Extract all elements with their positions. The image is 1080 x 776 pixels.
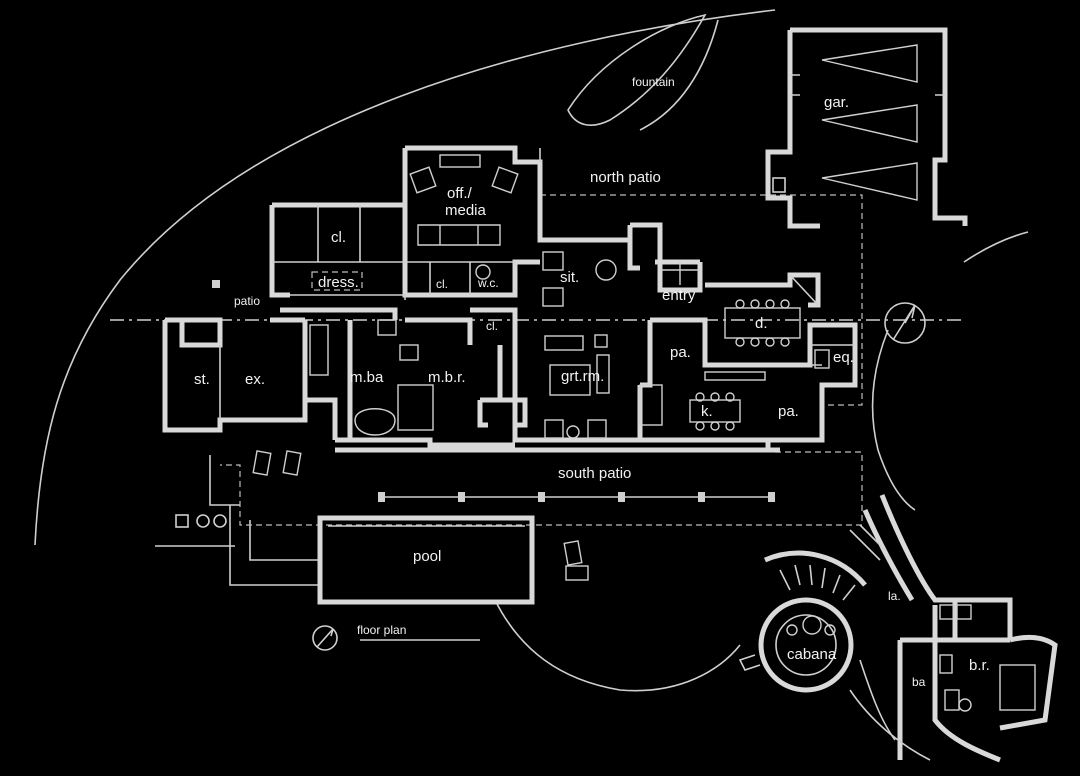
label-north-patio: north patio: [590, 169, 661, 186]
garage: [765, 27, 968, 229]
label-pantry-1: pa.: [670, 344, 691, 361]
label-closet-hall: cl.: [486, 319, 498, 333]
north-arrow-icon: [312, 625, 338, 651]
site-lines: [34, 9, 1029, 692]
label-entry: entry: [662, 287, 696, 304]
caption-text: floor plan: [357, 623, 406, 637]
room-labels: fountain gar. north patio off./ media cl…: [194, 75, 990, 689]
label-cabana-bath: ba: [912, 675, 926, 689]
north-arrow-icon: [884, 302, 926, 344]
main-house-walls: [162, 145, 858, 502]
label-storage: st.: [194, 371, 210, 388]
caption: floor plan: [312, 623, 406, 651]
pool: [317, 515, 535, 605]
label-kitchen: k.: [701, 403, 713, 420]
label-laundry: la.: [888, 589, 901, 603]
label-equipment: eq.: [833, 349, 854, 366]
label-office-media-2: media: [445, 202, 487, 219]
furniture: [175, 154, 830, 581]
label-dining: d.: [755, 315, 768, 332]
label-sitting: sit.: [560, 269, 579, 286]
north-patio-edge: [540, 194, 863, 406]
label-great-room: grt.rm.: [561, 368, 604, 385]
label-cabana-bedroom: b.r.: [969, 657, 990, 674]
label-closet-main: cl.: [331, 229, 346, 246]
label-master-bath: m.ba: [350, 369, 384, 386]
label-dressing: dress.: [318, 274, 359, 291]
label-wc: w.c.: [477, 276, 499, 290]
south-edge: [220, 451, 863, 526]
label-master-bedroom: m.b.r.: [428, 369, 466, 386]
cabana-building: [738, 494, 1058, 763]
label-exercise: ex.: [245, 371, 265, 388]
label-south-patio: south patio: [558, 465, 631, 482]
label-office-media-1: off./: [447, 185, 473, 202]
label-fountain: fountain: [632, 75, 675, 89]
label-patio-small: patio: [234, 294, 260, 308]
label-pantry-2: pa.: [778, 403, 799, 420]
label-garage: gar.: [824, 94, 849, 111]
label-pool: pool: [413, 548, 441, 565]
label-closet-small: cl.: [436, 277, 448, 291]
label-cabana: cabana: [787, 646, 837, 663]
